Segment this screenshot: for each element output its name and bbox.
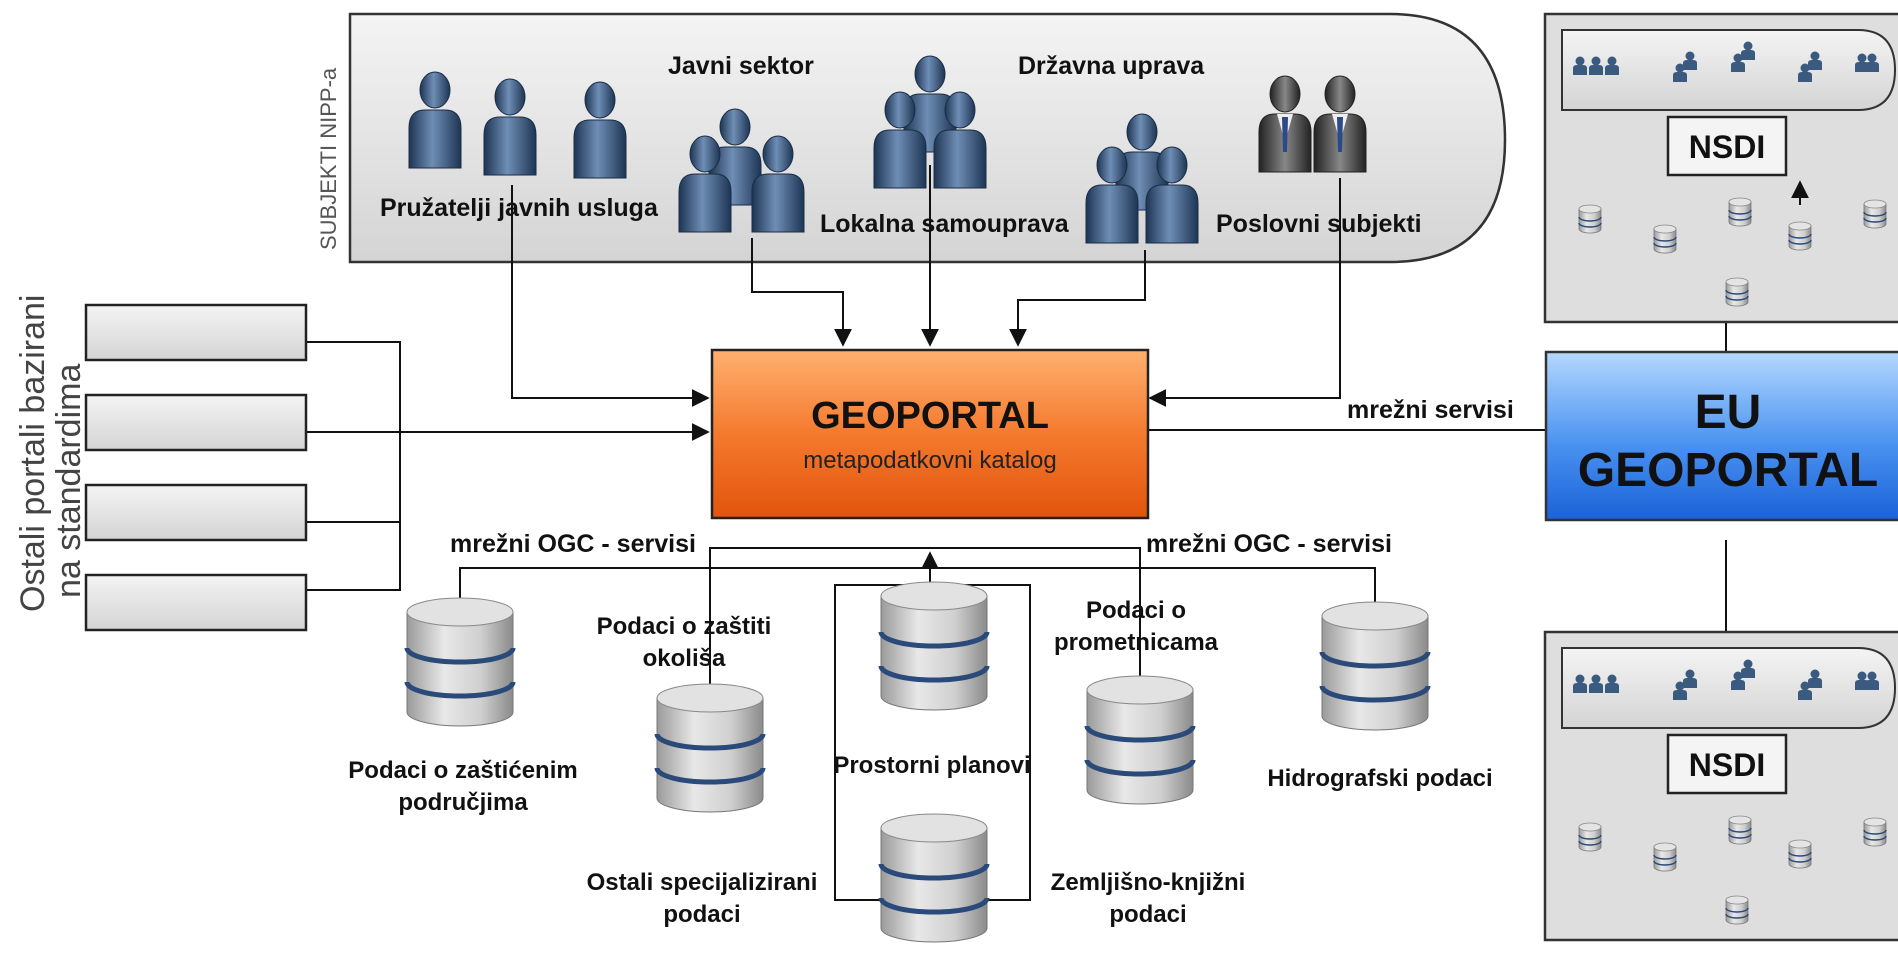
label-land-registry-1: Zemljišno-knjižni (1051, 869, 1246, 896)
label-protected-areas-2: područjima (398, 789, 528, 816)
database-icon (657, 684, 763, 812)
database-protected-areas: Podaci o zaštićenim područjima (348, 598, 578, 816)
arrow-business-entities (1148, 178, 1341, 407)
database-icon (1322, 602, 1428, 730)
ogc-inner-bus (709, 547, 1141, 695)
network-services-label: mrežni servisi (1347, 396, 1514, 424)
subjects-vertical-label: SUBJEKTI NIPP-a (316, 67, 341, 250)
label-public-sector: Javni sektor (668, 52, 814, 80)
database-special: Ostali specijalizirani podaci Zemljišno-… (587, 814, 1246, 942)
portal-box-4[interactable] (84, 573, 308, 632)
nsdi-top-strip (1561, 29, 1897, 111)
ogc-bus (459, 567, 1376, 604)
portal-box-2[interactable] (84, 393, 308, 452)
nsdi-bottom-strip (1561, 647, 1897, 729)
other-portals-label-line1: Ostali portali bazirani (14, 295, 52, 612)
subjects-panel: SUBJEKTI NIPP-a Pružatelji javnih usluga (316, 12, 1507, 264)
label-public-service-providers: Pružatelji javnih usluga (380, 194, 659, 222)
database-icon (881, 814, 987, 942)
label-roads-1: Podaci o (1086, 597, 1186, 624)
label-protected-areas-1: Podaci o zaštićenim (348, 757, 577, 784)
label-environment-1: Podaci o zaštiti (597, 613, 772, 640)
label-hydro: Hidrografski podaci (1267, 765, 1492, 792)
other-portals-label-line2: na standardima (50, 364, 88, 598)
portal-box-1[interactable] (84, 303, 308, 362)
portals-bracket (306, 341, 401, 591)
database-spatial-plans: Prostorni planovi (833, 582, 1031, 779)
nsdi-top-label-box (1666, 115, 1788, 177)
database-environment: Podaci o zaštiti okoliša (597, 613, 772, 812)
connector-lines (306, 165, 1727, 901)
other-portals: Ostali portali bazirani na standardima (14, 295, 308, 632)
eu-geoportal-box[interactable]: EU GEOPORTAL (1544, 350, 1898, 522)
label-land-registry-2: podaci (1109, 901, 1186, 928)
geoportal-subtitle: metapodatkovni katalog (803, 447, 1057, 474)
nsdi-bottom-label-box (1666, 733, 1788, 795)
label-other-special-2: podaci (663, 901, 740, 928)
ogc-services-right-label: mrežni OGC - servisi (1146, 530, 1392, 558)
label-local-government: Lokalna samouprava (820, 210, 1070, 238)
portal-box-3[interactable] (84, 483, 308, 542)
database-icon (407, 598, 513, 726)
person-icon-group-1 (408, 71, 627, 179)
label-roads-2: prometnicama (1054, 629, 1219, 656)
database-roads: Podaci o prometnicama (1054, 597, 1219, 804)
label-other-special-1: Ostali specijalizirani (587, 869, 818, 896)
label-business-entities: Poslovni subjekti (1216, 210, 1422, 238)
nsdi-panel-top: NSDI (1543, 12, 1898, 324)
eu-geoportal-line1: EU (1695, 386, 1762, 439)
label-spatial-plans: Prostorni planovi (833, 752, 1030, 779)
database-hydro: Hidrografski podaci (1267, 602, 1493, 792)
ogc-services-left-label: mrežni OGC - servisi (450, 530, 696, 558)
database-icon (1087, 676, 1193, 804)
nsdi-top-label: NSDI (1689, 129, 1765, 165)
nsdi-panel-bottom: NSDI (1543, 630, 1898, 942)
arrow-public-sector (751, 238, 852, 347)
arrow-public-providers (511, 185, 710, 407)
label-environment-2: okoliša (643, 645, 726, 672)
nsdi-bottom-label: NSDI (1689, 747, 1765, 783)
arrow-state-administration (1009, 250, 1146, 347)
eu-geoportal-line2: GEOPORTAL (1578, 444, 1878, 497)
database-icon (881, 582, 987, 710)
geoportal-box[interactable]: GEOPORTAL metapodatkovni katalog (710, 348, 1150, 520)
geoportal-title: GEOPORTAL (811, 395, 1049, 437)
label-state-administration: Državna uprava (1018, 52, 1205, 80)
